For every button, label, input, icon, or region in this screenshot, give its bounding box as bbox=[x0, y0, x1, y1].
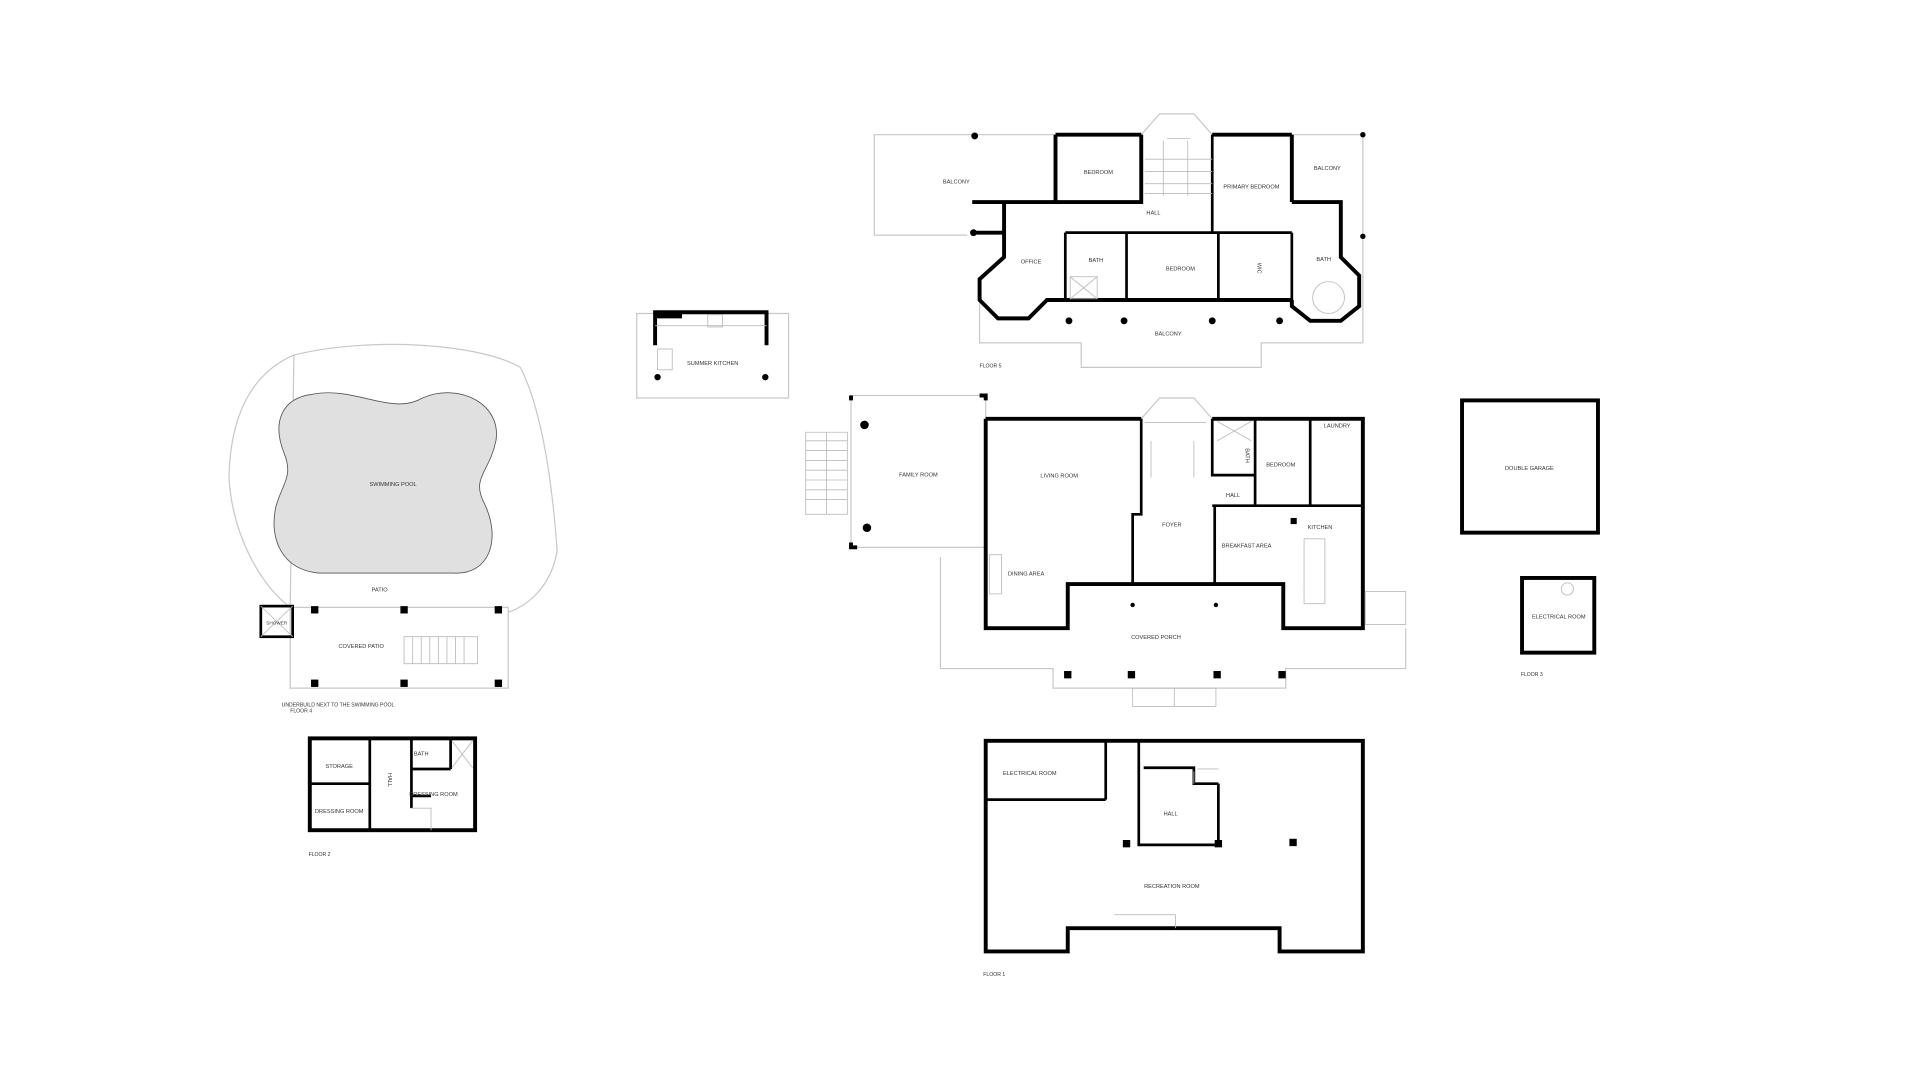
label-electrical-room: ELECTRICAL ROOM bbox=[1532, 614, 1586, 620]
pool-area-plan: SWIMMING POOL PATIO COVERED PATIO SHOWER… bbox=[228, 343, 558, 715]
room-label-bedroom-2: BEDROOM bbox=[1166, 267, 1195, 273]
room-label-primary-bedroom: PRIMARY BEDROOM bbox=[1223, 185, 1279, 191]
room-label-dressing-room-left: DRESSING ROOM bbox=[315, 809, 364, 815]
floor-label-5: FLOOR 5 bbox=[980, 363, 1002, 369]
room-label-bath: BATH bbox=[1089, 258, 1104, 264]
room-label-recreation-room: RECREATION ROOM bbox=[1144, 884, 1200, 890]
main-floor-plan: FAMILY ROOM LIVING ROOM FOYER BATH BEDRO… bbox=[805, 393, 1407, 707]
garage-plan: DOUBLE GARAGE ELECTRICAL ROOM FLOOR 3 bbox=[1460, 398, 1600, 678]
shower-box bbox=[259, 604, 294, 639]
balcony-front-outline bbox=[978, 300, 1363, 368]
label-double-garage: DOUBLE GARAGE bbox=[1505, 466, 1554, 472]
floor-label-4: FLOOR 4 bbox=[290, 709, 312, 715]
caption-underbuild: UNDERBUILD NEXT TO THE SWIMMING POOL bbox=[282, 703, 395, 709]
floor-1-plan: ELECTRICAL ROOM HALL RECREATION ROOM FLO… bbox=[983, 738, 1365, 978]
room-label-dining-area: DINING AREA bbox=[1008, 572, 1045, 578]
shower-floor5 bbox=[1069, 276, 1098, 300]
room-label-hall: HALL bbox=[1226, 493, 1240, 499]
columns-patio bbox=[311, 606, 503, 687]
exterior-walls bbox=[972, 132, 1362, 323]
room-label-hall: HALL bbox=[386, 773, 392, 787]
room-label-balcony-front: BALCONY bbox=[1155, 332, 1182, 338]
room-label-balcony-right: BALCONY bbox=[1314, 166, 1341, 172]
stairs-patio bbox=[403, 636, 478, 665]
room-label-bath: BATH bbox=[414, 752, 429, 758]
summer-kitchen-plan: SUMMER KITCHEN bbox=[636, 310, 790, 399]
room-label-kitchen: KITCHEN bbox=[1308, 525, 1333, 531]
room-label-family-room: FAMILY ROOM bbox=[899, 472, 938, 478]
room-label-bedroom: BEDROOM bbox=[1084, 170, 1113, 176]
room-label-living-room: LIVING ROOM bbox=[1040, 474, 1078, 480]
floor-label-2: FLOOR 2 bbox=[309, 852, 331, 858]
room-label-bath-2: BATH bbox=[1316, 257, 1331, 263]
room-label-storage: STORAGE bbox=[325, 764, 353, 770]
stairs-family-room bbox=[805, 431, 848, 515]
room-label-covered-porch: COVERED PORCH bbox=[1131, 635, 1181, 641]
room-label-wic: WIC bbox=[1256, 263, 1262, 274]
room-label-bath: BATH bbox=[1243, 448, 1249, 463]
pool-deck-outline bbox=[228, 343, 558, 613]
bathtub bbox=[1312, 281, 1345, 314]
room-label-bedroom: BEDROOM bbox=[1266, 463, 1295, 469]
columns-porch bbox=[1064, 517, 1297, 679]
label-patio: PATIO bbox=[372, 587, 389, 593]
room-label-hall: HALL bbox=[1164, 812, 1178, 818]
room-label-balcony-left: BALCONY bbox=[943, 180, 970, 186]
floor-label-1: FLOOR 1 bbox=[983, 972, 1005, 978]
room-label-electrical-room: ELECTRICAL ROOM bbox=[1003, 771, 1057, 777]
floor-label-3: FLOOR 3 bbox=[1521, 672, 1543, 678]
room-label-office: OFFICE bbox=[1021, 259, 1042, 265]
label-covered-patio: COVERED PATIO bbox=[339, 644, 385, 650]
room-label-hall: HALL bbox=[1146, 210, 1160, 216]
exterior-walls-main bbox=[983, 416, 1365, 631]
floor-5-plan: BALCONY BEDROOM HALL PRIMARY BEDROOM BAL… bbox=[873, 113, 1366, 369]
room-label-dressing-room-right: DRESSING ROOM bbox=[409, 792, 458, 798]
label-swimming-pool: SWIMMING POOL bbox=[369, 482, 416, 488]
columns-floor5 bbox=[970, 132, 1366, 325]
floor-2-plan: STORAGE HALL BATH DRESSING ROOM DRESSING… bbox=[307, 736, 478, 858]
room-label-foyer: FOYER bbox=[1162, 523, 1181, 529]
room-label-laundry: LAUNDRY bbox=[1324, 423, 1351, 429]
room-label-summer-kitchen: SUMMER KITCHEN bbox=[687, 361, 738, 367]
stairs-floor5 bbox=[1144, 137, 1213, 196]
bay-window-top bbox=[1140, 113, 1213, 136]
label-shower: SHOWER bbox=[266, 620, 288, 625]
swimming-pool bbox=[273, 392, 497, 574]
room-label-breakfast-area: BREAKFAST AREA bbox=[1222, 543, 1272, 549]
interior-walls-main bbox=[1131, 418, 1363, 585]
balcony-left-outline bbox=[873, 134, 1056, 236]
